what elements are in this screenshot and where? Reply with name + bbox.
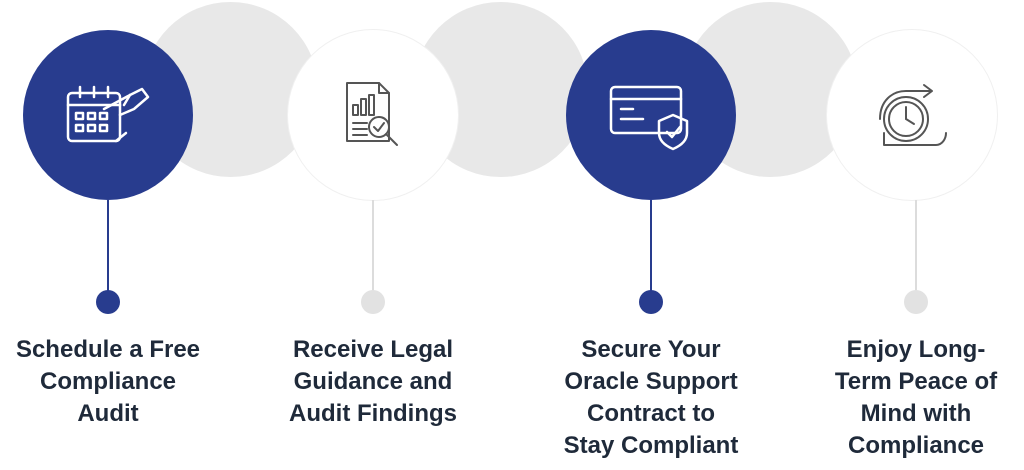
step-3-label-line: Contract to [587,400,715,427]
step-2-label-line: Receive Legal [292,336,454,363]
step-1-dot [96,290,120,314]
step-1-label-line: Compliance [39,368,177,395]
step-4-label-line: Compliance [847,432,985,459]
clock-cycle-icon [879,84,947,146]
step-4-dot [904,290,928,314]
step-4-label-line: Mind with [860,400,972,427]
step-3-label-line: Secure Your [581,336,721,363]
step-2-circle [288,30,458,200]
step-4-label: Enjoy Long- Term Peace of Mind with Comp… [806,334,1024,462]
step-4-circle [827,30,997,200]
document-chart-search-icon [346,82,398,146]
step-1-label-line: Audit [77,400,139,427]
step-4-connector [915,200,917,295]
step-3-label-line: Stay Compliant [563,432,739,459]
step-3-circle [566,30,736,200]
step-2-label: Receive Legal Guidance and Audit Finding… [263,334,483,430]
step-3-label-line: Oracle Support [564,368,738,395]
step-1-label: Schedule a Free Compliance Audit [0,334,218,430]
step-1-label-line: Schedule a Free [15,336,201,363]
step-3-dot [639,290,663,314]
step-3-connector [650,200,652,295]
step-3-label: Secure Your Oracle Support Contract to S… [541,334,761,462]
calendar-hand-icon [66,85,150,143]
step-4-label-line: Term Peace of [834,368,998,395]
step-2-label-line: Audit Findings [289,400,457,427]
step-4-label-line: Enjoy Long- [846,336,986,363]
step-1-connector [107,200,109,295]
step-2-dot [361,290,385,314]
card-shield-icon [609,85,689,151]
step-2-label-line: Guidance and [293,368,453,395]
step-2-connector [372,200,374,295]
step-1-circle [23,30,193,200]
